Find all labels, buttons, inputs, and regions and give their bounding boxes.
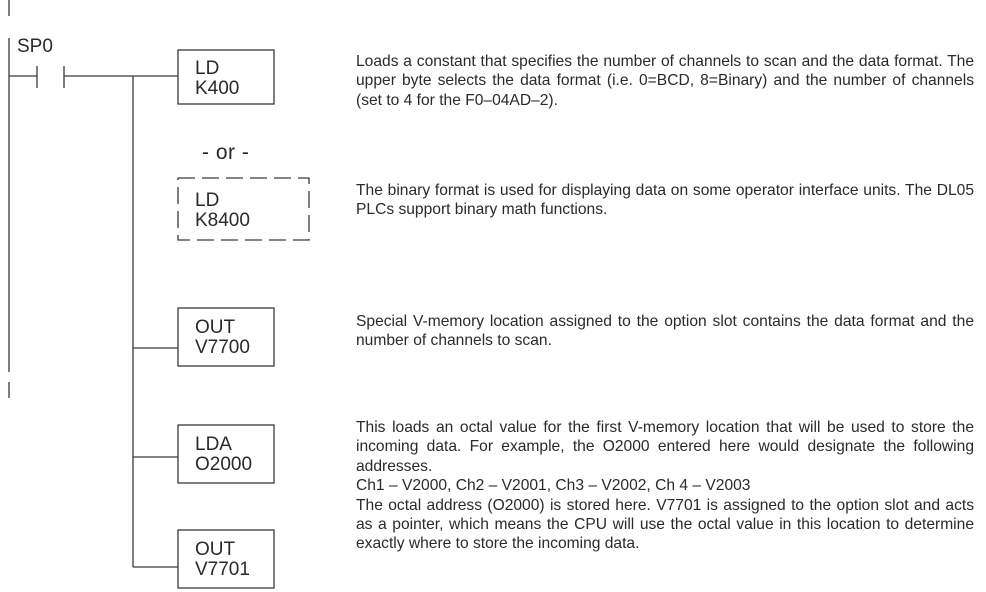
instruction-operand: O2000 — [195, 454, 253, 475]
description-text: Loads a constant that specifies the numb… — [356, 53, 974, 109]
or-separator: - or - — [202, 141, 250, 164]
instruction-box-ld-k8400 — [177, 177, 310, 241]
description-text: Special V-memory location assigned to th… — [356, 313, 974, 350]
instruction-box-ld-k400 — [177, 49, 275, 105]
description-text: This loads an octal value for the first … — [356, 419, 974, 475]
box-text-ld-k8400: LD K8400 — [195, 191, 250, 231]
instruction-operand: V7701 — [195, 559, 250, 580]
instruction-operand: K8400 — [195, 210, 250, 231]
instruction-box-out-v7701 — [177, 529, 275, 589]
contact-label-sp0: SP0 — [17, 36, 53, 57]
box-text-out-v7701: OUT V7701 — [195, 540, 250, 580]
instruction-operand: V7700 — [195, 337, 250, 358]
box-text-ld-k400: LD K400 — [195, 59, 239, 99]
description-text: The binary format is used for displaying… — [356, 182, 974, 219]
box-text-out-v7700: OUT V7700 — [195, 318, 250, 358]
description-out-v7700: Special V-memory location assigned to th… — [356, 312, 974, 351]
description-text: The octal address (O2000) is stored here… — [356, 496, 974, 553]
instruction-mnemonic: LD — [195, 58, 220, 79]
description-ld-k400: Loads a constant that specifies the numb… — [356, 52, 974, 110]
instruction-mnemonic: OUT — [195, 317, 236, 338]
instruction-box-out-v7700 — [177, 307, 275, 367]
instruction-box-lda-o2000 — [177, 424, 275, 484]
instruction-mnemonic: LD — [195, 190, 220, 211]
instruction-operand: K400 — [195, 78, 240, 99]
description-binary-format: The binary format is used for displaying… — [356, 181, 974, 220]
channel-address-list: Ch1 – V2000, Ch2 – V2001, Ch3 – V2002, C… — [356, 477, 751, 495]
description-lda-o2000: This loads an octal value for the first … — [356, 418, 974, 554]
box-text-lda-o2000: LDA O2000 — [195, 435, 252, 475]
instruction-mnemonic: OUT — [195, 539, 236, 560]
instruction-mnemonic: LDA — [195, 434, 232, 455]
